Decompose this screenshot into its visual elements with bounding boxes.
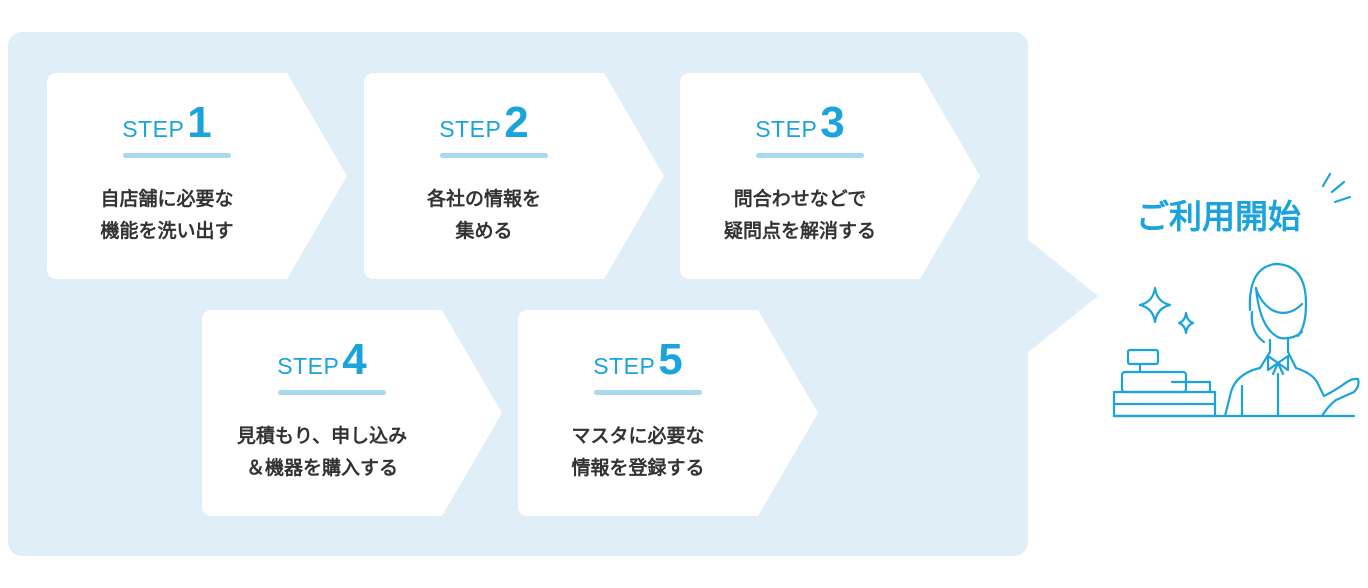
step-number: 3 xyxy=(820,98,845,147)
step-description-line: 見積もり、申し込み xyxy=(236,425,408,447)
step-heading: STEP3 xyxy=(680,101,920,145)
step-card-4: STEP4 見積もり、申し込み ＆機器を購入する xyxy=(202,310,502,516)
step-number: 1 xyxy=(187,98,212,147)
panel-pointer xyxy=(1026,238,1098,354)
step-card-2: STEP2 各社の情報を 集める xyxy=(364,73,664,279)
step-card-1: STEP1 自店舗に必要な 機能を洗い出す xyxy=(47,73,347,279)
step-description: 問合わせなどで 疑問点を解消する xyxy=(680,183,920,247)
step-description: 自店舗に必要な 機能を洗い出す xyxy=(47,183,287,247)
step-description: マスタに必要な 情報を登録する xyxy=(518,420,758,484)
step-card-3: STEP3 問合わせなどで 疑問点を解消する xyxy=(680,73,980,279)
step-underline xyxy=(123,153,231,158)
step-label: STEP xyxy=(439,116,502,142)
step-number: 4 xyxy=(342,335,367,384)
step-card-5: STEP5 マスタに必要な 情報を登録する xyxy=(518,310,818,516)
step-description-line: 問合わせなどで xyxy=(733,188,867,210)
step-label: STEP xyxy=(593,353,656,379)
step-description-line: 情報を登録する xyxy=(571,457,705,479)
step-label: STEP xyxy=(122,116,185,142)
step-underline xyxy=(278,390,386,395)
step-heading: STEP4 xyxy=(202,338,442,382)
step-number: 5 xyxy=(658,335,683,384)
step-underline xyxy=(594,390,702,395)
step-description: 見積もり、申し込み ＆機器を購入する xyxy=(202,420,442,484)
step-label: STEP xyxy=(277,353,340,379)
step-description-line: 疑問点を解消する xyxy=(723,220,876,242)
step-heading: STEP5 xyxy=(518,338,758,382)
step-description-line: 各社の情報を xyxy=(426,188,541,210)
step-description-line: 自店舗に必要な xyxy=(100,188,234,210)
start-of-use-label: ご利用開始 xyxy=(1136,197,1301,236)
step-heading: STEP1 xyxy=(47,101,287,145)
step-description-line: マスタに必要な xyxy=(571,425,705,447)
cashier-woman-icon xyxy=(1112,172,1360,418)
step-heading: STEP2 xyxy=(364,101,604,145)
step-number: 2 xyxy=(504,98,529,147)
step-description-line: 機能を洗い出す xyxy=(100,220,234,242)
step-underline xyxy=(756,153,864,158)
step-description-line: 集める xyxy=(455,220,513,242)
step-label: STEP xyxy=(755,116,818,142)
step-underline xyxy=(440,153,548,158)
step-description-line: ＆機器を購入する xyxy=(245,457,398,479)
step-description: 各社の情報を 集める xyxy=(364,183,604,247)
